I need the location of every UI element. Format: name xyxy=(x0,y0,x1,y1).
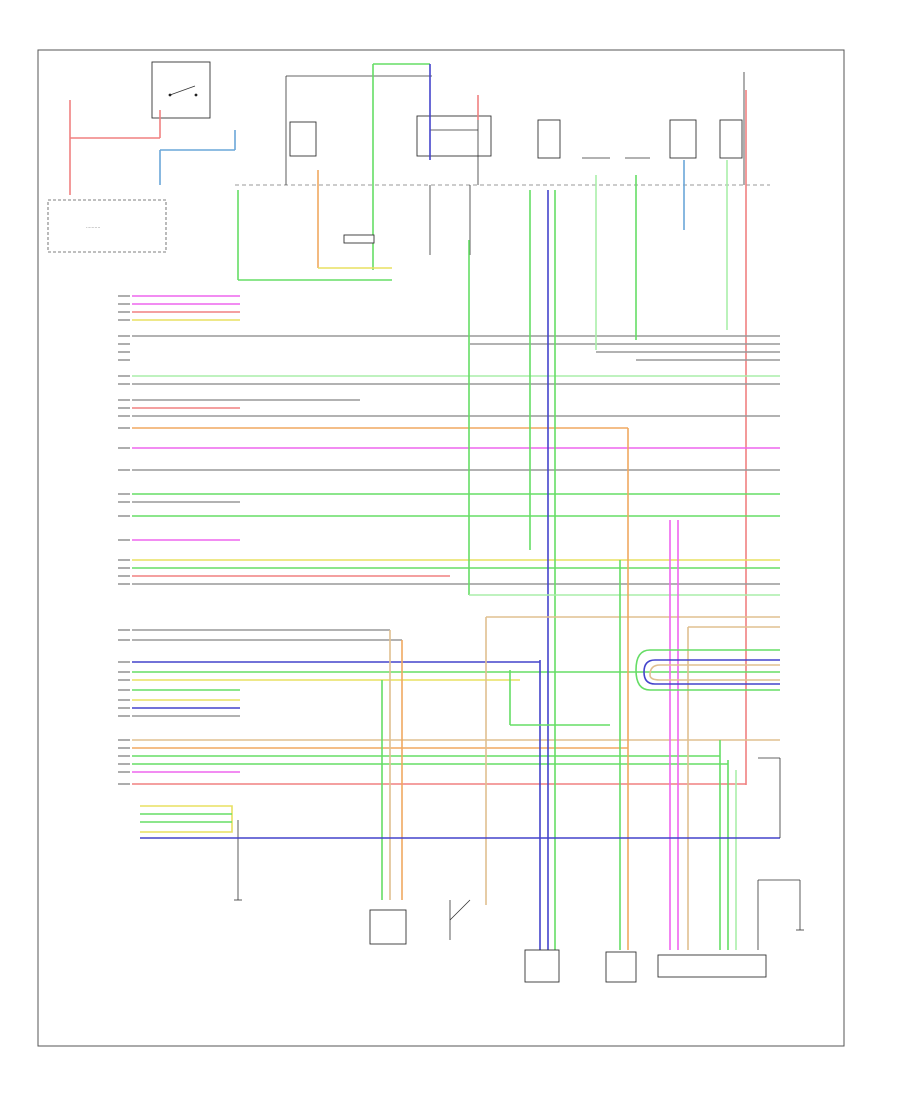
vertical-wires xyxy=(237,160,801,950)
pcm-connector-pins xyxy=(118,295,130,785)
svg-text:..........: .......... xyxy=(86,225,100,230)
top-left-fuse-area: .......... xyxy=(47,61,236,253)
horizontal-wires xyxy=(132,295,780,785)
ground-cluster xyxy=(140,757,781,839)
right-loop xyxy=(635,649,780,691)
bottom-components xyxy=(234,899,804,983)
top-components xyxy=(237,63,747,785)
diagram-frame xyxy=(37,49,845,1047)
